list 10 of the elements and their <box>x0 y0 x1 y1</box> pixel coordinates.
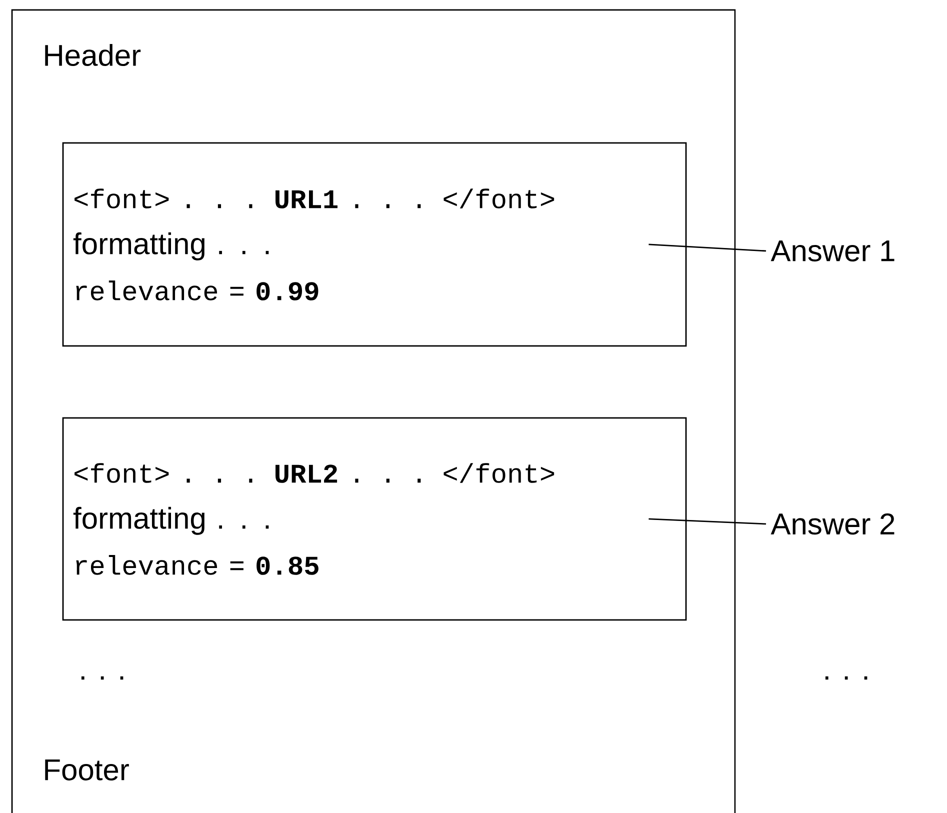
ellipsis-text: . . . <box>825 676 868 680</box>
answer-label: Answer 1 <box>770 240 894 262</box>
leader-line <box>648 518 766 525</box>
answer-label: Answer 2 <box>770 513 894 535</box>
footer-text: Footer <box>45 760 129 780</box>
result-box: <font> . . . URL2 . . . </font> formatting . . . relevance = 0.85 <box>62 417 687 621</box>
leader-line <box>648 244 766 252</box>
ellipsis-text: . . . <box>81 676 124 680</box>
result-box: <font> . . . URL1 . . . </font> formatting . . . relevance = 0.99 <box>62 142 687 347</box>
header-text: Header <box>45 44 141 66</box>
